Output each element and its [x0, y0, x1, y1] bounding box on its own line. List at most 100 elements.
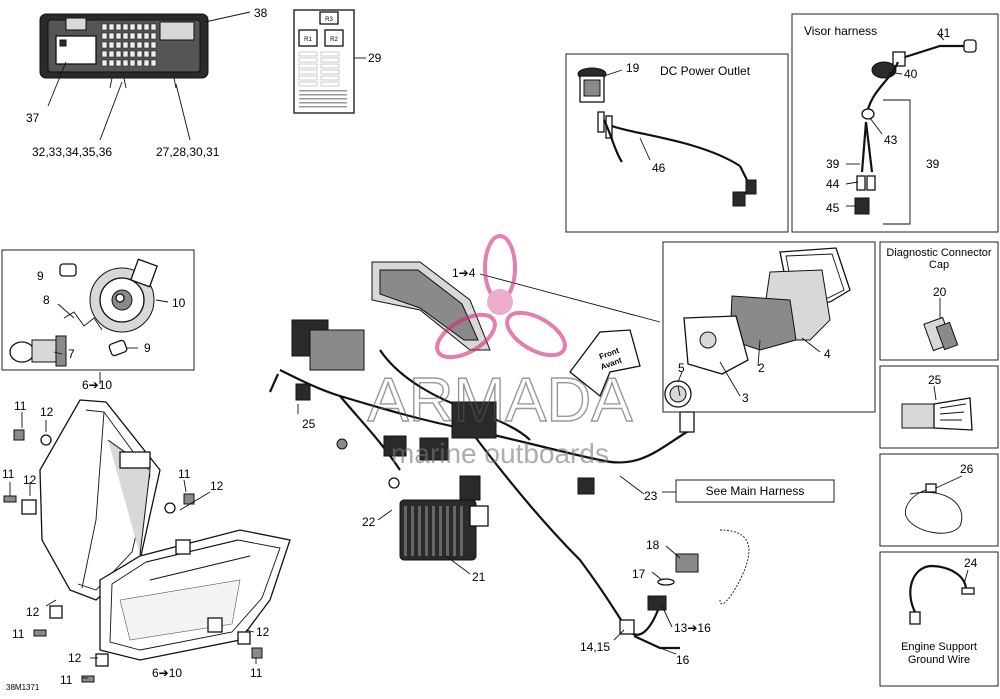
callout-25-center: 25 [302, 417, 316, 431]
fuse-cell [150, 23, 157, 31]
fuse-cell [115, 50, 122, 58]
regulator-fin [411, 506, 414, 556]
callout-8: 8 [43, 293, 50, 307]
ground-wire-part [909, 564, 975, 625]
screws-and-clips [3, 429, 263, 683]
fuse-cell [108, 50, 115, 58]
card-row [298, 69, 318, 75]
fuse-cell [108, 41, 115, 49]
callout-26: 26 [960, 462, 974, 476]
fuse-cell [136, 50, 143, 58]
regulator-fin [432, 506, 435, 556]
callout-39-right: 39 [926, 157, 940, 171]
fuse-cell [150, 50, 157, 58]
callout-12-e: 12 [256, 625, 270, 639]
fuse-cell [115, 32, 122, 40]
bulb-springs [59, 263, 128, 357]
fuse-cell [129, 32, 136, 40]
headlight-reflector [89, 258, 158, 333]
voltage-regulator [399, 499, 489, 561]
callout-32-36: 32,33,34,35,36 [32, 145, 112, 159]
card-text-line [299, 98, 347, 100]
callout-21: 21 [472, 570, 486, 584]
gauge-cluster-box [662, 241, 876, 413]
callout-12-a: 12 [40, 405, 54, 419]
fuse-cell [143, 59, 150, 67]
instrument-cluster-bezel [371, 261, 491, 351]
card-row [320, 57, 340, 63]
dc-power-outlet-title: DC Power Outlet [660, 64, 751, 78]
fuse-cell [122, 32, 129, 40]
callout-16: 16 [676, 653, 690, 667]
visor-harness-box [791, 13, 999, 233]
callout-9-top: 9 [37, 269, 44, 283]
callout-12-d: 12 [26, 605, 40, 619]
callout-38: 38 [254, 6, 268, 20]
regulator-fin [439, 506, 442, 556]
card-text-line [299, 102, 347, 104]
headlight-bulb [9, 335, 67, 367]
callout-27-31: 27,28,30,31 [156, 145, 220, 159]
callout-20: 20 [933, 285, 947, 299]
dc-power-outlet-part [577, 67, 757, 207]
fuse-cell [150, 59, 157, 67]
callout-11-f: 11 [60, 673, 73, 687]
callout-39-left: 39 [826, 157, 840, 171]
fuse-cell [122, 23, 129, 31]
see-main-harness-text: See Main Harness [706, 484, 805, 498]
lanyard-switch [619, 529, 750, 650]
regulator-fin [446, 506, 449, 556]
sealant-tube-part [901, 397, 973, 431]
callout-29: 29 [368, 51, 382, 65]
callout-5: 5 [678, 361, 685, 375]
callout-1-4: 1➔4 [452, 266, 476, 280]
card-text-line [299, 94, 347, 96]
ground-wire-box [879, 551, 999, 687]
fuse-cell [129, 23, 136, 31]
fuse-cell [129, 50, 136, 58]
callout-44: 44 [826, 177, 840, 191]
cable-tie-part [904, 483, 963, 534]
callout-2: 2 [758, 361, 765, 375]
fuse-cell [143, 32, 150, 40]
fuse-cell [129, 41, 136, 49]
callout-37: 37 [26, 111, 40, 125]
card-row [298, 57, 318, 63]
card-row [320, 51, 340, 57]
relay-r3-label: R3 [325, 17, 333, 23]
callout-11-c: 11 [178, 467, 191, 481]
card-row [320, 69, 340, 75]
callout-11-d: 11 [12, 627, 25, 641]
diagnostic-cap-title-1: Diagnostic Connector [886, 247, 992, 259]
front-arrow-tag: Front Avant [569, 329, 641, 398]
left-headlight-housing [39, 399, 161, 601]
visor-harness-title: Visor harness [804, 24, 877, 38]
fuse-cell [150, 32, 157, 40]
callout-10: 10 [172, 296, 186, 310]
fuse-cell [101, 32, 108, 40]
callout-13-16: 13➔16 [674, 621, 711, 635]
fuse-cell [108, 59, 115, 67]
regulator-fin [460, 506, 463, 556]
fuse-relay-block [39, 13, 209, 89]
sealant-tube-box [879, 365, 999, 449]
card-row [298, 81, 318, 87]
callout-11-e: 11 [250, 666, 263, 680]
fuse-cell [122, 59, 129, 67]
fuse-cell [143, 23, 150, 31]
callout-14-15: 14,15 [580, 640, 610, 654]
fuse-cell [108, 23, 115, 31]
fuse-cell [136, 41, 143, 49]
card-row [298, 51, 318, 57]
ground-wire-title-2: Ground Wire [908, 654, 970, 666]
card-row [298, 75, 318, 81]
regulator-fin [404, 506, 407, 556]
card-row [320, 63, 340, 69]
headlight-bulb-box [1, 249, 195, 371]
watermark: ARMADA marine outboards [367, 234, 634, 469]
callout-6-10-bottom: 6➔10 [152, 666, 182, 680]
callout-11-b: 11 [2, 467, 15, 481]
callout-45: 45 [826, 201, 840, 215]
fuse-cell [143, 50, 150, 58]
